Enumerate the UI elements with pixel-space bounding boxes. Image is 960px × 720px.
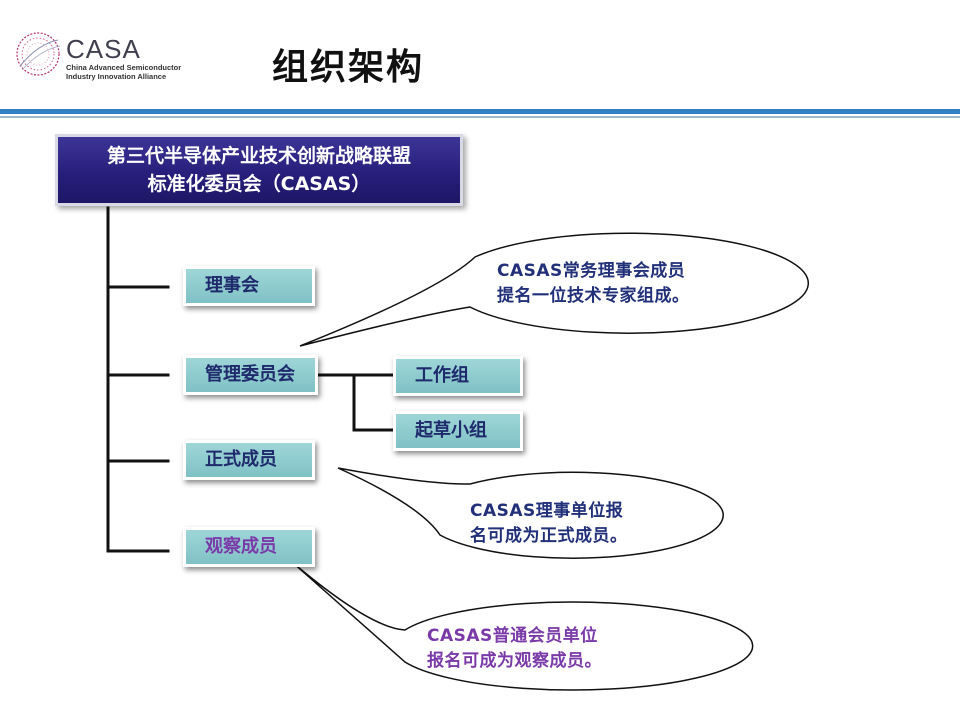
callout-text-1: CASAS常务理事会成员 提名一位技术专家组成。	[497, 259, 690, 309]
callout-bubble-1	[299, 232, 810, 347]
callout-1-line1: CASAS常务理事会成员	[497, 261, 686, 281]
node-management-committee: 管理委员会	[183, 355, 318, 395]
callout-3-line1: CASAS普通会员单位	[427, 626, 598, 646]
node-drafting-group: 起草小组	[393, 411, 523, 451]
page-title: 组织架构	[272, 47, 425, 88]
node-full-members: 正式成员	[183, 440, 315, 480]
org-root-line2: 标准化委员会（CASAS）	[147, 173, 371, 195]
org-root-box: 第三代半导体产业技术创新战略联盟 标准化委员会（CASAS）	[55, 134, 463, 206]
callout-2-line2: 名可成为正式成员。	[470, 526, 628, 546]
header-divider-secondary	[0, 116, 960, 118]
callout-bubble-2	[337, 467, 724, 559]
callout-1-line2: 提名一位技术专家组成。	[497, 286, 690, 306]
node-observer-members: 观察成员	[183, 527, 315, 567]
logo-subtitle-1: China Advanced Semiconductor	[66, 63, 182, 72]
casa-logo-icon	[16, 32, 61, 76]
node-working-group: 工作组	[393, 356, 523, 396]
org-root-line1: 第三代半导体产业技术创新战略联盟	[106, 145, 411, 167]
callout-text-3: CASAS普通会员单位 报名可成为观察成员。	[427, 624, 602, 674]
node-council: 理事会	[183, 266, 315, 306]
header-divider	[0, 109, 960, 114]
callout-bubble-3	[291, 561, 754, 691]
callout-text-2: CASAS理事单位报 名可成为正式成员。	[470, 499, 628, 549]
logo-wordmark: CASA	[66, 34, 141, 64]
logo-subtitle-2: Industry Innovation Alliance	[66, 72, 167, 81]
callout-2-line1: CASAS理事单位报	[470, 501, 624, 521]
callout-3-line2: 报名可成为观察成员。	[427, 651, 602, 671]
